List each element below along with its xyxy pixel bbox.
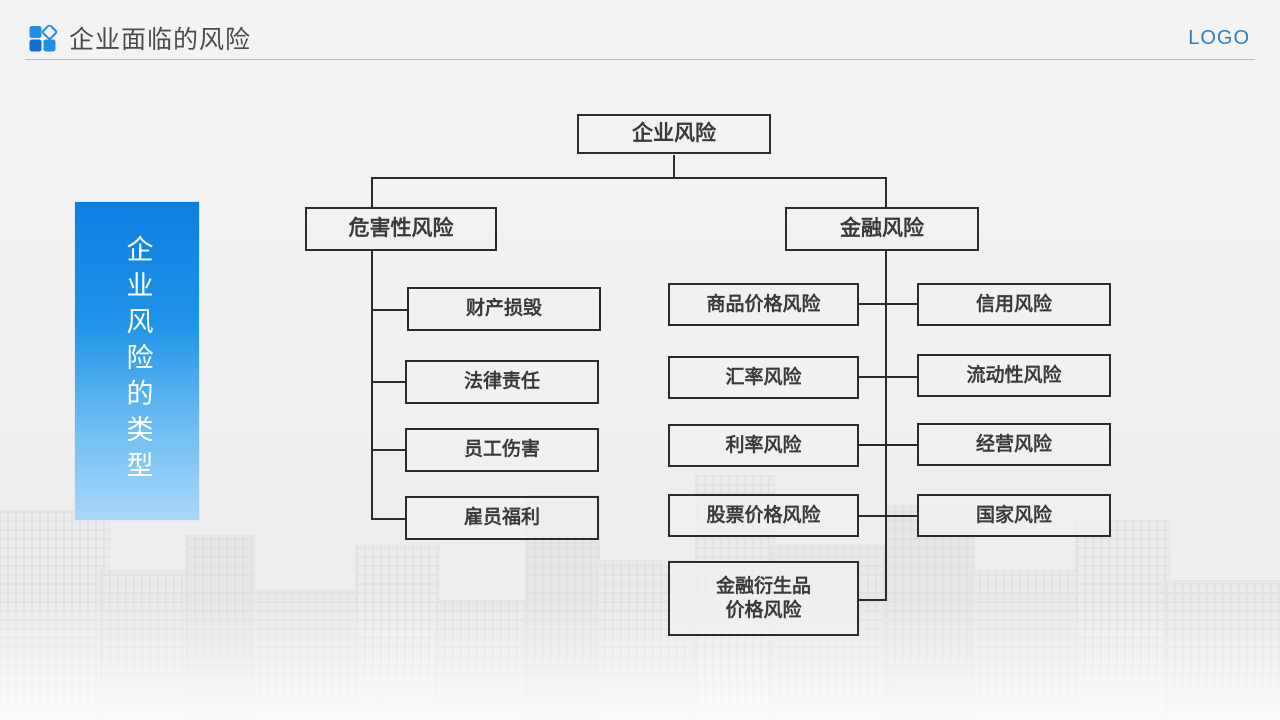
- node-leaf-property-damage[interactable]: 财产损毁: [407, 287, 601, 331]
- header-divider: [25, 59, 1255, 60]
- connector-hazard-trunk: [371, 251, 373, 519]
- connector-hazard-stub: [371, 449, 407, 451]
- connector-root-stem: [673, 155, 675, 179]
- background-haze: [0, 600, 1280, 720]
- section-label-panel: 企业风险的类型: [74, 201, 200, 521]
- logo: LOGO: [1188, 27, 1250, 49]
- node-leaf-commodity-price-risk[interactable]: 商品价格风险: [668, 283, 859, 326]
- connector-financial-rung: [859, 515, 919, 517]
- connector-hazard-drop: [371, 177, 373, 207]
- node-leaf-stock-price-risk[interactable]: 股票价格风险: [668, 494, 859, 537]
- node-leaf-legal-liability[interactable]: 法律责任: [405, 360, 599, 404]
- node-leaf-employee-benefits[interactable]: 雇员福利: [405, 496, 599, 540]
- node-leaf-derivatives-price-risk[interactable]: 金融衍生品 价格风险: [668, 561, 859, 636]
- connector-financial-rung: [859, 303, 919, 305]
- node-branch-hazard-risk[interactable]: 危害性风险: [305, 207, 497, 251]
- node-leaf-exchange-rate-risk[interactable]: 汇率风险: [668, 356, 859, 399]
- node-leaf-credit-risk[interactable]: 信用风险: [917, 283, 1111, 326]
- node-leaf-interest-rate-risk[interactable]: 利率风险: [668, 424, 859, 467]
- node-leaf-liquidity-risk[interactable]: 流动性风险: [917, 354, 1111, 397]
- node-root-enterprise-risk[interactable]: 企业风险: [577, 114, 771, 154]
- section-label-text: 企业风险的类型: [121, 235, 153, 487]
- slide-header: 企业面临的风险 LOGO: [0, 0, 1280, 60]
- connector-hazard-stub: [371, 381, 407, 383]
- connector-hazard-stub: [371, 309, 409, 311]
- node-branch-financial-risk[interactable]: 金融风险: [785, 207, 979, 251]
- four-squares-icon: [29, 24, 63, 52]
- page-title: 企业面临的风险: [69, 25, 252, 54]
- node-leaf-employee-injury[interactable]: 员工伤害: [405, 428, 599, 472]
- connector-hazard-stub: [371, 518, 407, 520]
- connector-financial-drop: [885, 177, 887, 207]
- connector-financial-rung: [859, 376, 919, 378]
- connector-financial-trunk: [885, 251, 887, 601]
- connector-financial-rung: [859, 444, 919, 446]
- node-leaf-operational-risk[interactable]: 经营风险: [917, 423, 1111, 466]
- connector-branch-bus: [371, 177, 887, 179]
- connector-financial-rung: [859, 599, 887, 601]
- node-leaf-country-risk[interactable]: 国家风险: [917, 494, 1111, 537]
